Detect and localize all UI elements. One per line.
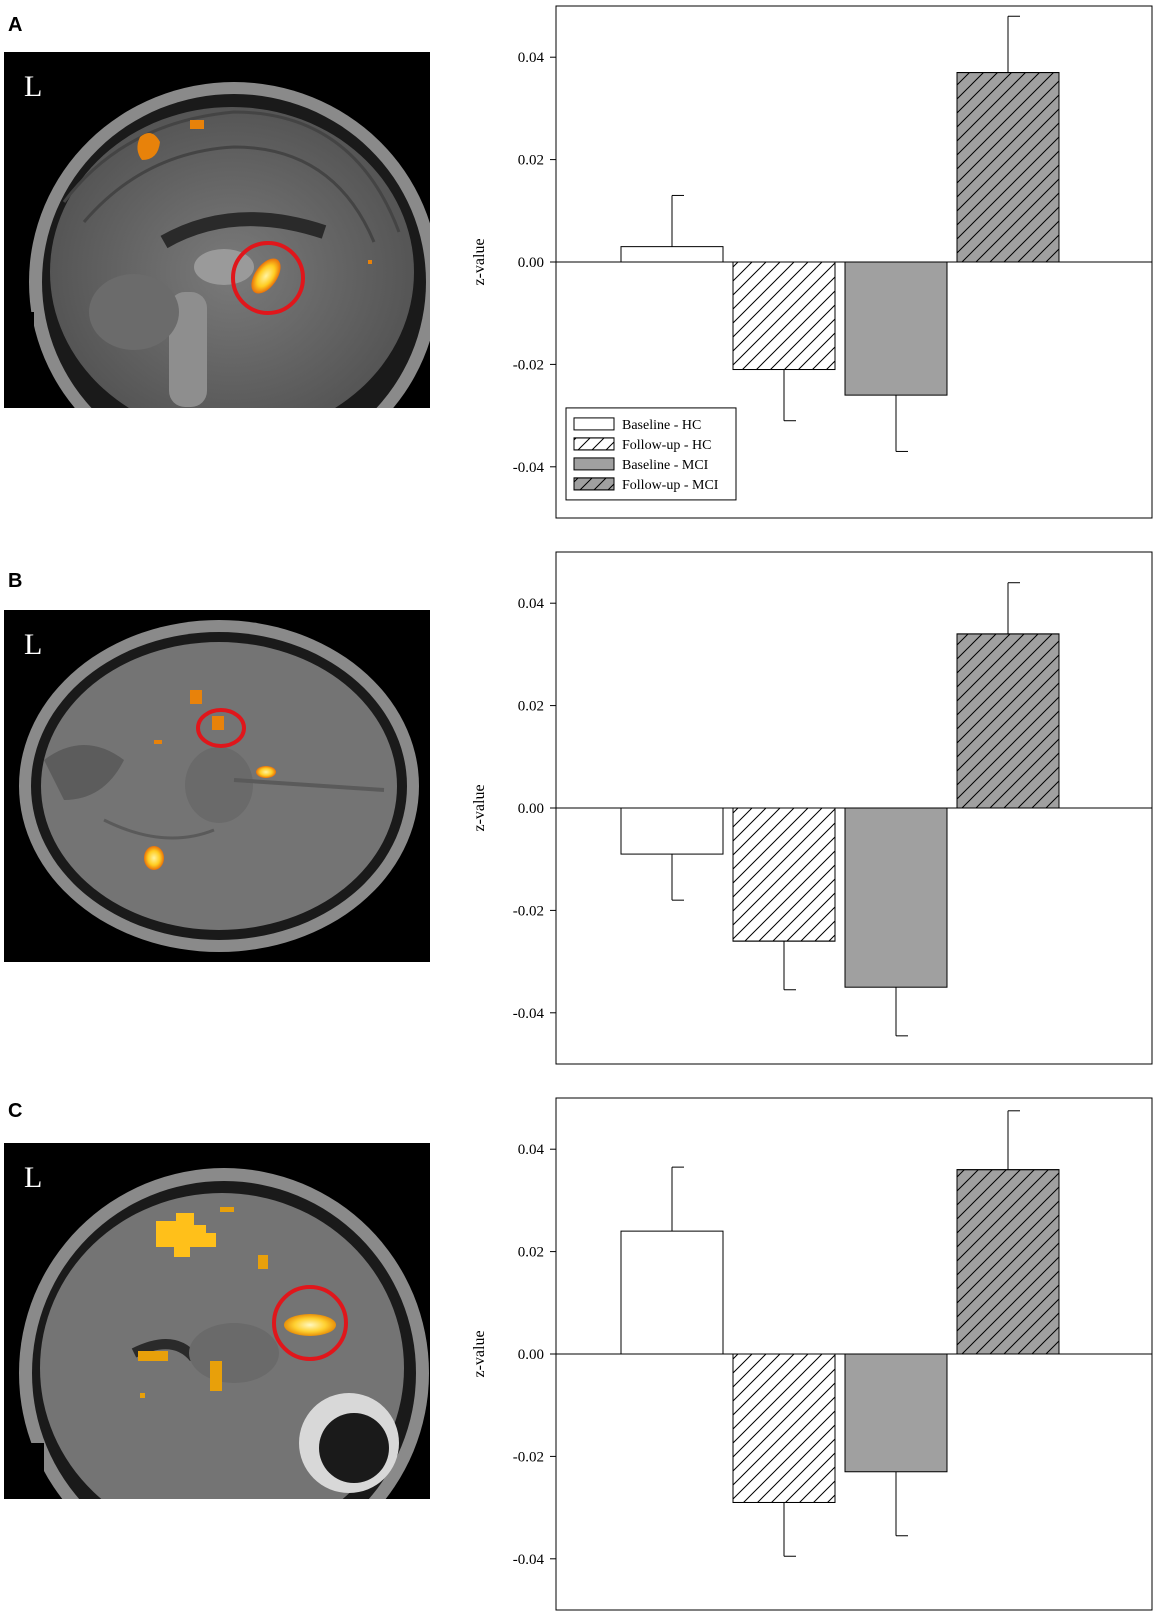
brain-blob [138, 1351, 168, 1361]
y-tick-label: -0.04 [513, 1006, 545, 1022]
legend-label: Baseline - MCI [622, 458, 709, 473]
bar-hatch [732, 261, 836, 371]
bar-hatch [732, 1353, 836, 1503]
brain-blob [212, 716, 224, 730]
bar-chart-c: z-value -0.04 -0.02 0.00 0.02 0.04 [468, 1092, 1158, 1612]
bar-chart-b: z-value -0.04 -0.02 0.00 0.02 0.04 [468, 546, 1158, 1066]
brain-blob [368, 260, 372, 264]
brain-blob [156, 1213, 216, 1257]
y-tick-label: 0.00 [518, 1347, 544, 1363]
bar-hatch [956, 633, 1060, 809]
legend-swatch [573, 417, 615, 431]
roi-circle [272, 1285, 348, 1361]
legend-label: Follow-up - HC [622, 438, 711, 453]
legend-label: Baseline - HC [622, 418, 701, 433]
bar [620, 807, 724, 855]
brain-blob [220, 1207, 234, 1212]
bar [620, 246, 724, 263]
brain-blob [251, 258, 281, 294]
y-axis-label: z-value [471, 784, 488, 831]
y-tick-label: 0.00 [518, 255, 544, 271]
plot-frame [555, 1097, 1153, 1611]
brain-blob [154, 740, 162, 744]
y-tick-label: -0.02 [513, 903, 544, 919]
bar-chart-c-svg: z-value -0.04 -0.02 0.00 0.02 0.04 [471, 1097, 1153, 1611]
y-tick-label: 0.04 [518, 50, 545, 66]
hemisphere-label: L [24, 70, 43, 103]
panel-letter-a: A [8, 14, 23, 36]
y-tick-label: -0.04 [513, 460, 545, 476]
brain-blob [190, 120, 204, 129]
legend-label: Follow-up - MCI [622, 478, 719, 493]
y-tick-label: 0.02 [518, 1245, 544, 1261]
roi-circle [231, 241, 305, 315]
brain-blob [256, 766, 276, 778]
legend-swatch-hatch [573, 477, 615, 491]
y-tick-label: 0.00 [518, 801, 544, 817]
bar-hatch [956, 72, 1060, 263]
y-axis-label: z-value [471, 238, 488, 285]
roi-circle [196, 708, 246, 748]
y-tick-label: -0.02 [513, 1449, 544, 1465]
bar [844, 261, 948, 396]
plot-frame [555, 551, 1153, 1065]
plot-frame [555, 5, 1153, 519]
brain-blob [210, 1361, 222, 1391]
hemisphere-label: L [24, 628, 43, 661]
brain-blob [137, 133, 160, 160]
bar [620, 1230, 724, 1355]
brain-image-sagittal: L [4, 52, 430, 408]
y-tick-label: 0.02 [518, 153, 544, 169]
legend: Baseline - HC Follow-up - HC Baseline - MC… [565, 407, 737, 501]
hemisphere-label: L [24, 1161, 43, 1194]
y-tick-label: 0.04 [518, 596, 545, 612]
brain-blob [140, 1393, 145, 1398]
panel-letter-b: B [8, 570, 23, 592]
bar [844, 1353, 948, 1473]
y-tick-label: -0.02 [513, 357, 544, 373]
legend-swatch [573, 457, 615, 471]
y-tick-label: 0.02 [518, 699, 544, 715]
bar-chart-b-svg: z-value -0.04 -0.02 0.00 0.02 0.04 [471, 551, 1153, 1065]
brain-image-sagittal-lateral: L [4, 1143, 430, 1499]
y-tick-label: 0.04 [518, 1142, 545, 1158]
bar-hatch [732, 807, 836, 942]
brain-image-axial: L [4, 610, 430, 962]
y-tick-label: -0.04 [513, 1552, 545, 1568]
y-axis-label: z-value [471, 1330, 488, 1377]
bar [844, 807, 948, 988]
brain-blob [258, 1255, 268, 1269]
legend-swatch-hatch [573, 437, 615, 451]
brain-blob [144, 846, 164, 870]
brain-blob [190, 690, 202, 704]
brain-blob [284, 1314, 336, 1336]
panel-letter-c: C [8, 1100, 23, 1122]
bar-hatch [956, 1169, 1060, 1355]
